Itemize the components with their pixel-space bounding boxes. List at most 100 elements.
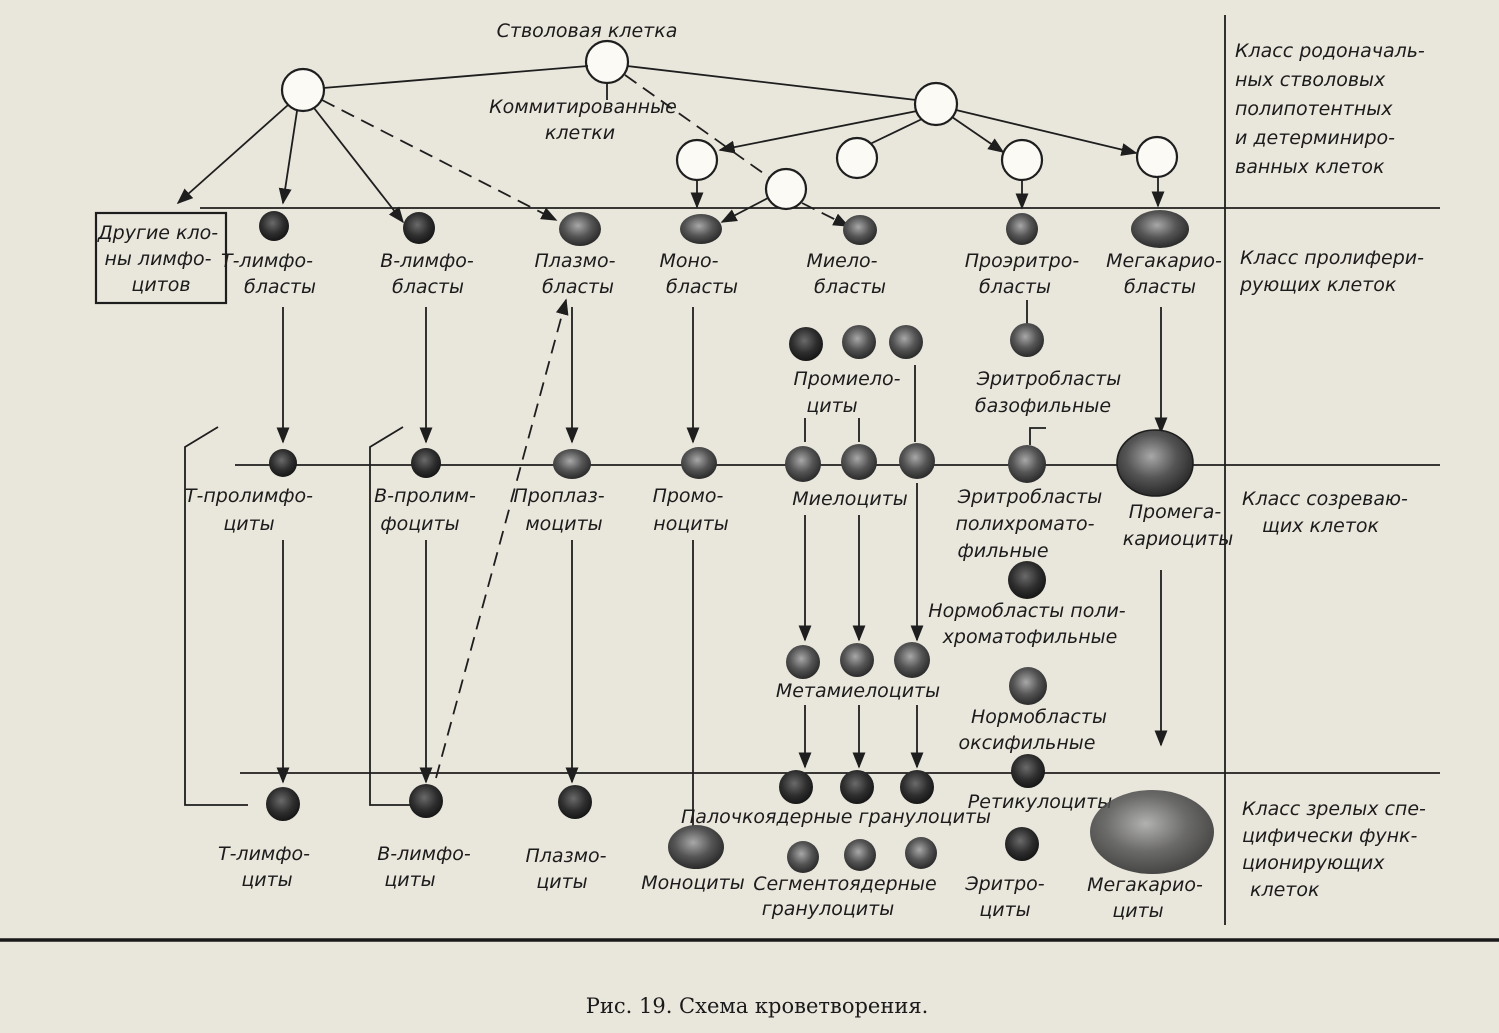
arrow-gm-to-monoblast	[720, 197, 769, 223]
myelocyte-cell-1	[785, 446, 821, 482]
promonocyte-label: Промо- ноциты	[653, 485, 730, 535]
plasmoblast-label: Плазмо- бласты	[534, 250, 621, 298]
arrow-t-lymphoblast	[278, 110, 298, 205]
t-lineage-bracket	[184, 426, 248, 806]
b-lineage-bracket	[369, 426, 412, 806]
t-lymphocyte-cell	[266, 787, 300, 821]
mature-labels: Т-лимфо- циты В-лимфо- циты Плазмо- циты…	[218, 843, 1209, 922]
normoblast-poly-cell	[1008, 561, 1046, 599]
stem-to-myeloid	[626, 65, 917, 101]
plasmocyte-label: Плазмо- циты	[525, 845, 612, 893]
arrow-b-lymphoblast	[313, 107, 404, 224]
plasmocyte-cell	[558, 785, 592, 819]
stem-and-committed-cells	[280, 39, 1179, 211]
band-granulocyte-cell-3	[900, 770, 934, 804]
blast-labels: Т-лимфо- бласты В-лимфо- бласты Плазмо- …	[221, 250, 1228, 298]
t-prolymphocyte-label: Т-пролимфо- циты	[185, 485, 319, 535]
myelocyte-cell-3	[899, 443, 935, 479]
myeloid-progenitor-circle	[913, 81, 959, 127]
megakaryoblast-cell	[1131, 210, 1189, 248]
stem-to-lymphoid	[322, 65, 589, 89]
blast-to-maturing-arrows	[276, 300, 1168, 445]
proplasmocyte-label: Проплаз- моциты	[513, 485, 610, 535]
megakaryoblast-label: Мегакарио- бласты	[1106, 250, 1228, 298]
promyelocyte-to-myelocyte-lines	[804, 365, 916, 442]
link-poly-ery	[1029, 427, 1046, 445]
normoblast-oxy-label: Нормобласты оксифильные	[959, 706, 1113, 754]
normoblast-oxy-cell	[1009, 667, 1047, 705]
b-prolymphocyte-label: В-пролим- фоциты	[374, 485, 482, 535]
b-lymphoblast-cell	[403, 212, 435, 244]
class-proliferating-label: Класс пролифери- рующих клеток	[1239, 247, 1430, 296]
b-lymphoblast-label: В-лимфо- бласты	[380, 250, 480, 298]
class-mature-label: Класс зрелых спе- цифически функ- ционир…	[1242, 798, 1432, 901]
arrow-to-mega-committed	[955, 109, 1138, 156]
reticulocyte-cell	[1011, 754, 1045, 788]
myelocyte-cell-2	[841, 444, 877, 480]
class-labels: Класс родоначаль- ных стволовых полипоте…	[1235, 40, 1432, 901]
t-lymphoblast-label: Т-лимфо- бласты	[221, 250, 319, 298]
arrow-plasmoblast-dashed	[321, 99, 558, 221]
segmented-granulocyte-cell-3	[905, 837, 937, 869]
promyelocyte-cell-2	[842, 325, 876, 359]
promyelocyte-cells	[789, 325, 923, 361]
monocyte-cell	[668, 825, 724, 869]
gm-to-myeloblast	[801, 202, 850, 227]
b-lymphocyte-cell	[409, 784, 443, 818]
megakaryocyte-label: Мегакарио- циты	[1087, 874, 1209, 922]
myelocyte-label: Миелоциты	[792, 488, 908, 510]
mature-cells	[266, 770, 1214, 874]
blast-cells	[259, 210, 1189, 248]
myeloid-arrows	[690, 109, 1165, 223]
committed-cell-gm	[764, 167, 808, 211]
metamyelocyte-label: Метамиелоциты	[776, 680, 940, 702]
lymphoid-progenitor-circle	[280, 67, 326, 113]
metamyelocyte-cell-3	[894, 642, 930, 678]
megakaryocyte-cell	[1090, 790, 1214, 874]
class-maturing-label: Класс созреваю- щих клеток	[1242, 488, 1414, 537]
segmented-granulocyte-label: Сегментоядерные гранулоциты	[753, 873, 943, 920]
monoblast-label: Моно- бласты	[660, 250, 739, 298]
other-clones-label: Другие кло- ны лимфо- цитов	[97, 222, 224, 296]
committed-cell-mega	[1135, 135, 1179, 179]
normoblast-poly-label: Нормобласты поли- хроматофильные	[928, 600, 1131, 648]
proerythroblast-label: Проэритро- бласты	[965, 250, 1085, 298]
stem-dashed-to-gm	[624, 74, 771, 179]
erythrocyte-cell	[1005, 827, 1039, 861]
t-lymphoblast-cell	[259, 211, 289, 241]
committed-cell-ery	[1000, 138, 1044, 182]
other-clones-box	[94, 211, 228, 305]
maturing-to-mature-arrows	[276, 298, 1168, 830]
link-to-committed-2	[869, 118, 923, 145]
metamyelocyte-cells	[786, 642, 930, 679]
committed-cell-mono	[675, 138, 719, 182]
basophilic-erythroblast-cell	[1010, 323, 1044, 357]
band-granulocyte-cell-2	[840, 770, 874, 804]
maturing-labels: Т-пролимфо- циты В-пролим- фоциты Пропла…	[185, 485, 1233, 562]
class-stem-label: Класс родоначаль- ных стволовых полипоте…	[1235, 40, 1431, 178]
b-lymphocyte-label: В-лимфо- циты	[377, 843, 477, 891]
arrow-to-ery-committed	[951, 116, 1005, 153]
promegakaryocyte-label: Промега- кариоциты	[1123, 501, 1234, 550]
band-granulocyte-cell-1	[779, 770, 813, 804]
segmented-granulocyte-cell-1	[787, 841, 819, 873]
metamyelocyte-cell-1	[786, 645, 820, 679]
t-lymphocyte-label: Т-лимфо- циты	[218, 843, 316, 891]
stem-cell-circle	[584, 39, 630, 85]
promyelocyte-cell-1	[789, 327, 823, 361]
polychromatophilic-erythroblast-cell	[1008, 445, 1046, 483]
promyelocyte-cell-3	[889, 325, 923, 359]
proerythroblast-cell	[1006, 213, 1038, 245]
maturing-cells	[269, 429, 1194, 497]
band-granulocyte-label: Палочкоядерные гранулоциты	[681, 806, 991, 828]
promyelocyte-label: Промиело- циты	[793, 368, 906, 417]
segmented-granulocyte-cell-2	[844, 839, 876, 871]
monoblast-cell	[680, 214, 722, 244]
polychromatophilic-erythroblast-label: Эритробласты полихромато- фильные	[955, 486, 1108, 562]
figure-caption: Рис. 19. Схема кроветворения.	[586, 994, 929, 1018]
t-prolymphocyte-cell	[269, 449, 297, 477]
myeloblast-label: Миело- бласты	[806, 250, 886, 298]
promonocyte-cell	[681, 447, 717, 479]
